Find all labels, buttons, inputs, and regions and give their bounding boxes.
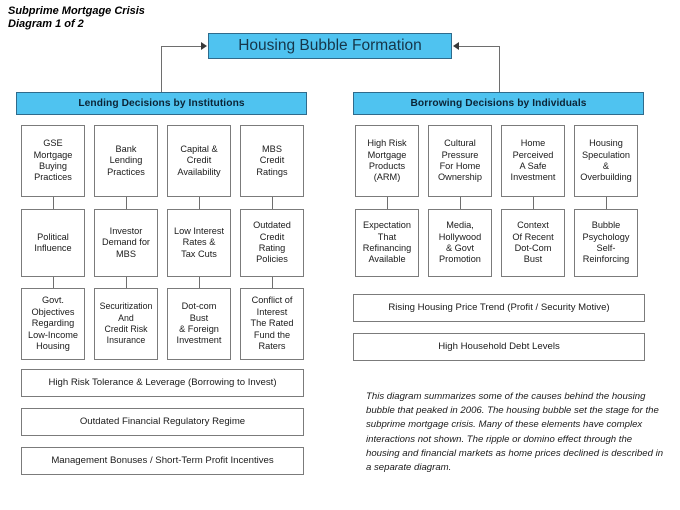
box-dotcom-bust-foreign-investment: Dot-com Bust & Foreign Investment	[167, 288, 231, 360]
diagram-caption: This diagram summarizes some of the caus…	[366, 391, 664, 474]
connector-right-horizontal	[459, 46, 500, 47]
box-investor-demand-for-mbs: Investor Demand for MBS	[94, 209, 158, 277]
header-borrowing-decisions: Borrowing Decisions by Individuals	[353, 92, 644, 115]
box-housing-speculation-overbuilding: Housing Speculation & Overbuilding	[574, 125, 638, 197]
box-securitization-credit-risk-insurance: Securitization And Credit Risk Insurance	[94, 288, 158, 360]
box-outdated-financial-regulatory-regime: Outdated Financial Regulatory Regime	[21, 408, 304, 436]
box-high-risk-tolerance-leverage: High Risk Tolerance & Leverage (Borrowin…	[21, 369, 304, 397]
box-expectation-refinancing-available: Expectation That Refinancing Available	[355, 209, 419, 277]
box-capital-credit-availability: Capital & Credit Availability	[167, 125, 231, 197]
box-low-interest-rates-tax-cuts: Low Interest Rates & Tax Cuts	[167, 209, 231, 277]
box-outdated-credit-rating-policies: Outdated Credit Rating Policies	[240, 209, 304, 277]
box-context-recent-dotcom-bust: Context Of Recent Dot-Com Bust	[501, 209, 565, 277]
box-high-risk-mortgage-products-arm: High Risk Mortgage Products (ARM)	[355, 125, 419, 197]
connector-left-horizontal	[161, 46, 202, 47]
box-management-bonuses-short-term-incentives: Management Bonuses / Short-Term Profit I…	[21, 447, 304, 475]
node-housing-bubble-formation: Housing Bubble Formation	[208, 33, 452, 59]
arrow-right-to-top-icon	[453, 42, 459, 50]
connector-l1-4	[272, 197, 273, 209]
connector-l2-3	[199, 277, 200, 288]
box-bubble-psychology-self-reinforcing: Bubble Psychology Self- Reinforcing	[574, 209, 638, 277]
box-mbs-credit-ratings: MBS Credit Ratings	[240, 125, 304, 197]
box-bank-lending-practices: Bank Lending Practices	[94, 125, 158, 197]
box-cultural-pressure-home-ownership: Cultural Pressure For Home Ownership	[428, 125, 492, 197]
arrow-left-to-top-icon	[201, 42, 207, 50]
box-rising-housing-price-trend: Rising Housing Price Trend (Profit / Sec…	[353, 294, 645, 322]
connector-r1-2	[460, 197, 461, 209]
connector-l1-1	[53, 197, 54, 209]
connector-r1-4	[606, 197, 607, 209]
box-home-perceived-safe-investment: Home Perceived A Safe Investment	[501, 125, 565, 197]
box-media-hollywood-govt-promotion: Media, Hollywood & Govt Promotion	[428, 209, 492, 277]
connector-r1-1	[387, 197, 388, 209]
connector-l1-2	[126, 197, 127, 209]
connector-left-vertical	[161, 46, 162, 92]
box-political-influence: Political Influence	[21, 209, 85, 277]
header-lending-decisions: Lending Decisions by Institutions	[16, 92, 307, 115]
connector-r1-3	[533, 197, 534, 209]
box-conflict-of-interest-rated-fund-raters: Conflict of Interest The Rated Fund the …	[240, 288, 304, 360]
connector-l2-4	[272, 277, 273, 288]
connector-l1-3	[199, 197, 200, 209]
connector-l2-2	[126, 277, 127, 288]
connector-l2-1	[53, 277, 54, 288]
box-gse-mortgage-buying-practices: GSE Mortgage Buying Practices	[21, 125, 85, 197]
connector-right-vertical	[499, 46, 500, 92]
box-govt-objectives-low-income-housing: Govt. Objectives Regarding Low-Income Ho…	[21, 288, 85, 360]
box-high-household-debt-levels: High Household Debt Levels	[353, 333, 645, 361]
page-title: Subprime Mortgage Crisis Diagram 1 of 2	[8, 5, 145, 30]
